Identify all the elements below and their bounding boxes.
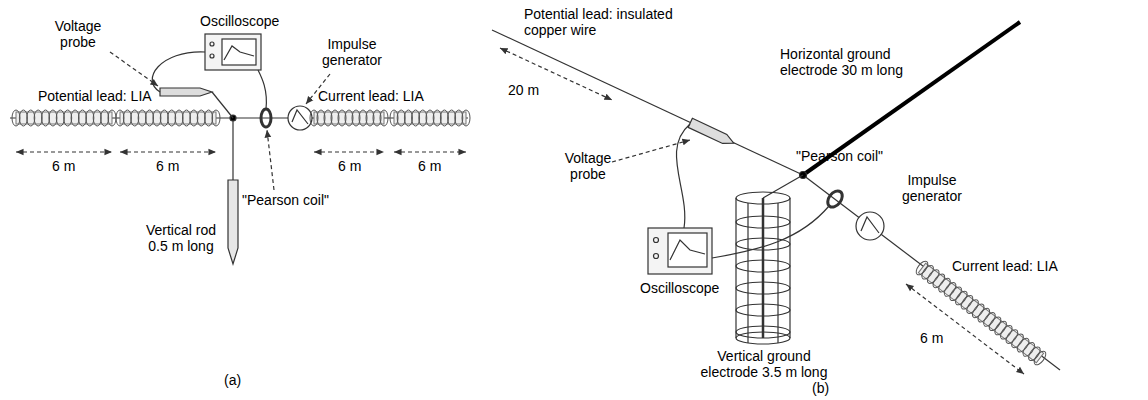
label: Oscilloscope xyxy=(640,280,719,296)
coil-stroke xyxy=(736,216,790,228)
coil-stroke xyxy=(116,110,220,126)
label: "Pearson coil" xyxy=(242,192,329,208)
coil-stroke xyxy=(12,110,20,126)
label: 6 m xyxy=(156,158,179,174)
coil-stroke xyxy=(27,110,35,126)
label: Vertical rod 0.5 m long xyxy=(136,222,226,254)
label: Current lead: LIA xyxy=(318,88,424,104)
coil-stroke xyxy=(197,110,205,126)
coil-stroke xyxy=(12,110,116,126)
coil-stroke xyxy=(736,326,790,338)
coil-stroke xyxy=(86,110,94,126)
label: Voltage probe xyxy=(48,18,108,50)
coil-stroke xyxy=(462,110,470,126)
coil-stroke xyxy=(160,110,168,126)
label: Current lead: LIA xyxy=(952,258,1058,274)
coil-stroke xyxy=(108,110,116,126)
coil-stroke xyxy=(168,110,176,126)
coil-stroke xyxy=(131,110,139,126)
coil-stroke xyxy=(914,259,1048,367)
label: (a) xyxy=(224,372,241,388)
label: Potential lead: insulated copper wire xyxy=(524,6,714,38)
coil-stroke xyxy=(78,110,86,126)
label: Vertical ground electrode 3.5 m long xyxy=(694,348,834,380)
label: Horizontal ground electrode 30 m long xyxy=(780,46,920,78)
coil-stroke xyxy=(56,110,64,126)
coil-stroke xyxy=(182,110,190,126)
coil-stroke xyxy=(736,304,790,316)
label: Impulse generator xyxy=(312,36,392,68)
coil-stroke xyxy=(1032,349,1048,367)
label: "Pearson coil" xyxy=(796,148,883,164)
coil-stroke xyxy=(71,110,79,126)
label: Impulse generator xyxy=(892,172,972,204)
label: Voltage probe xyxy=(558,150,618,182)
coil-stroke xyxy=(101,110,109,126)
label: Potential lead: LIA xyxy=(38,88,152,104)
coil-stroke xyxy=(205,110,213,126)
coil-stroke xyxy=(310,110,388,126)
coil-stroke xyxy=(19,110,27,126)
coil-stroke xyxy=(34,110,42,126)
coil-stroke xyxy=(736,238,790,250)
coil-stroke xyxy=(153,110,161,126)
coil-stroke xyxy=(49,110,57,126)
coil-stroke xyxy=(146,110,154,126)
coil-stroke xyxy=(736,282,790,294)
coil-stroke xyxy=(175,110,183,126)
coil-stroke xyxy=(64,110,72,126)
label: 6 m xyxy=(52,158,75,174)
coil-stroke xyxy=(380,110,388,126)
coil-stroke xyxy=(116,110,124,126)
coil-stroke xyxy=(190,110,198,126)
coil-stroke xyxy=(212,110,220,126)
label: 6 m xyxy=(920,330,943,346)
label: 6 m xyxy=(418,158,441,174)
coil-stroke xyxy=(918,263,1043,363)
coil-stroke xyxy=(93,110,101,126)
label: 20 m xyxy=(508,82,539,98)
coil-stroke xyxy=(123,110,131,126)
coil-stroke xyxy=(390,110,470,126)
label: (b) xyxy=(812,380,829,396)
coil-stroke xyxy=(138,110,146,126)
coil-stroke xyxy=(42,110,50,126)
label: Oscilloscope xyxy=(200,13,279,29)
coil-stroke xyxy=(736,260,790,272)
label: 6 m xyxy=(338,158,361,174)
